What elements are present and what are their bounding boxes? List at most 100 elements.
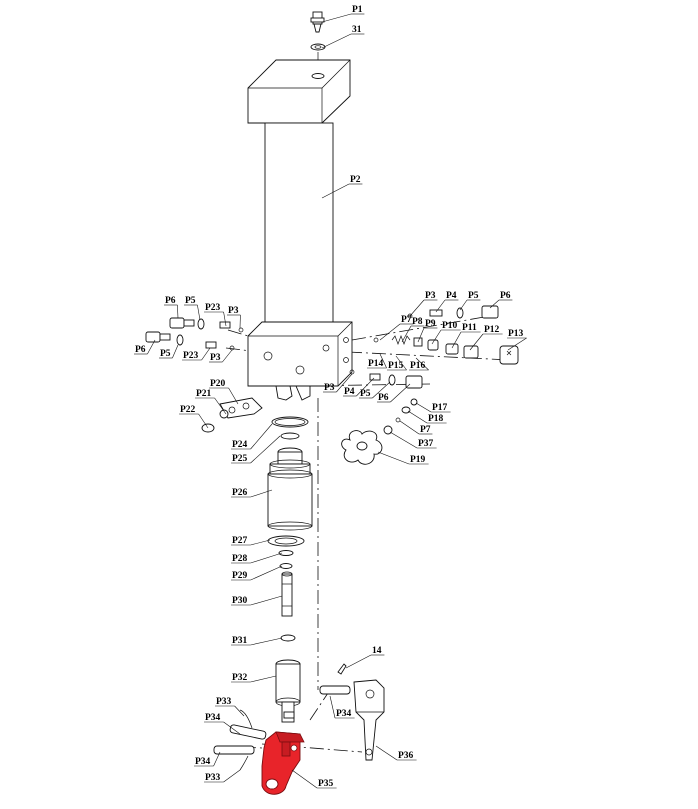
label-text-P7b: P7 (420, 425, 431, 435)
label-text-P36: P36 (398, 751, 414, 761)
label-P3a: P3 (227, 306, 241, 329)
leader-line-P21 (214, 397, 227, 415)
label-text-P18: P18 (428, 414, 444, 424)
label-P6c: P6 (489, 291, 513, 309)
label-text-P22: P22 (180, 405, 196, 415)
left-screw-stack-upper (169, 317, 244, 333)
label-text-P3b: P3 (210, 353, 221, 363)
label-P14: P14 (367, 353, 387, 369)
handle-p19-part (341, 398, 418, 465)
label-P9: P9 (417, 319, 438, 343)
label-14: 14 (345, 646, 385, 669)
leader-line-14 (345, 654, 372, 669)
label-P7a: P7 (379, 315, 414, 341)
fitting-p1-part (310, 11, 325, 33)
label-P5b: P5 (159, 344, 179, 359)
screw-p21-part (219, 409, 229, 419)
label-text-P9: P9 (425, 319, 436, 329)
label-P12: P12 (469, 325, 503, 351)
label-text-P4b: P4 (344, 387, 355, 397)
label-P33a: P33 (215, 697, 245, 717)
label-text-P33a: P33 (216, 697, 232, 707)
label-P36: P36 (375, 745, 417, 761)
leader-line-P6d (390, 383, 411, 403)
leader-line-P4b (356, 377, 375, 397)
leader-line-P35 (291, 769, 318, 789)
label-text-14: 14 (372, 646, 382, 656)
pin-14-part (337, 663, 347, 675)
label-P4a: P4 (435, 291, 459, 313)
label-P33b: P33 (204, 769, 241, 783)
leader-line-P5b (172, 344, 179, 359)
leader-line-P28 (250, 552, 283, 564)
label-P25: P25 (231, 435, 281, 464)
label-P24: P24 (231, 423, 273, 450)
label-text-P29: P29 (232, 571, 248, 581)
label-text-P34b: P34 (195, 757, 211, 767)
label-text-P6d: P6 (378, 393, 389, 403)
label-31: 31 (321, 25, 365, 49)
label-P17: P17 (415, 402, 451, 413)
label-P18: P18 (407, 410, 447, 424)
label-P34b: P34 (194, 751, 221, 767)
clevis-p35-highlighted-part (261, 731, 305, 795)
leader-line-P24 (250, 423, 273, 450)
leader-line-P30 (250, 595, 283, 606)
leader-line-P33b (223, 769, 241, 783)
leader-line-P34a (223, 721, 241, 735)
label-text-P23b: P23 (183, 351, 199, 361)
leader-line-P14 (379, 353, 387, 369)
label-text-P7a: P7 (401, 315, 412, 325)
label-text-P14: P14 (368, 359, 384, 369)
label-P4b: P4 (343, 377, 375, 397)
label-P1: P1 (321, 5, 365, 23)
label-text-P19: P19 (410, 455, 426, 465)
label-text-P13: P13 (508, 329, 524, 339)
piston-body-p26-part (267, 447, 313, 531)
label-P21: P21 (195, 389, 227, 415)
right-lower-stack (349, 369, 423, 389)
leader-line-P11 (451, 331, 462, 349)
leader-line-P18 (407, 410, 428, 424)
label-P22: P22 (179, 405, 209, 429)
leader-line-P37 (389, 431, 418, 449)
leader-line-P5c (459, 299, 468, 311)
label-text-31: 31 (352, 25, 362, 35)
leader-line-P6b (147, 339, 156, 355)
leader-line-P3b (222, 349, 233, 363)
label-text-P5d: P5 (360, 389, 371, 399)
leader-line-P4a (435, 299, 446, 313)
label-P20: P20 (209, 379, 239, 405)
right-middle-stack (373, 335, 519, 365)
ring-p29-part (279, 563, 293, 569)
label-text-P2: P2 (350, 175, 361, 185)
label-text-P37: P37 (418, 439, 434, 449)
leader-line-P15 (395, 355, 407, 371)
label-text-P25: P25 (232, 454, 248, 464)
label-P8: P8 (401, 317, 425, 343)
right-upper-stack (407, 305, 499, 319)
label-P2: P2 (321, 175, 363, 199)
label-P35: P35 (291, 769, 337, 789)
label-P37: P37 (389, 431, 437, 449)
label-text-P3a: P3 (228, 306, 239, 316)
label-text-P16: P16 (410, 361, 426, 371)
label-P7b: P7 (399, 420, 433, 435)
label-text-P17: P17 (432, 403, 448, 413)
label-P6a: P6 (164, 296, 179, 319)
label-text-P4a: P4 (446, 291, 457, 301)
label-P5d: P5 (359, 381, 391, 399)
clip-p31-part (280, 634, 296, 642)
pin-p33-lower-part (239, 755, 249, 771)
leader-line-P20 (228, 387, 239, 405)
leader-line-P5a (197, 304, 201, 321)
label-P6b: P6 (134, 339, 156, 355)
label-text-P24: P24 (232, 440, 248, 450)
leader-line-P6c (489, 299, 500, 309)
label-text-P34c: P34 (336, 709, 352, 719)
ring-p25-part (280, 432, 300, 440)
ring-p28-part (278, 550, 294, 556)
oring-p24-part (271, 416, 309, 428)
label-text-P33b: P33 (205, 773, 221, 783)
